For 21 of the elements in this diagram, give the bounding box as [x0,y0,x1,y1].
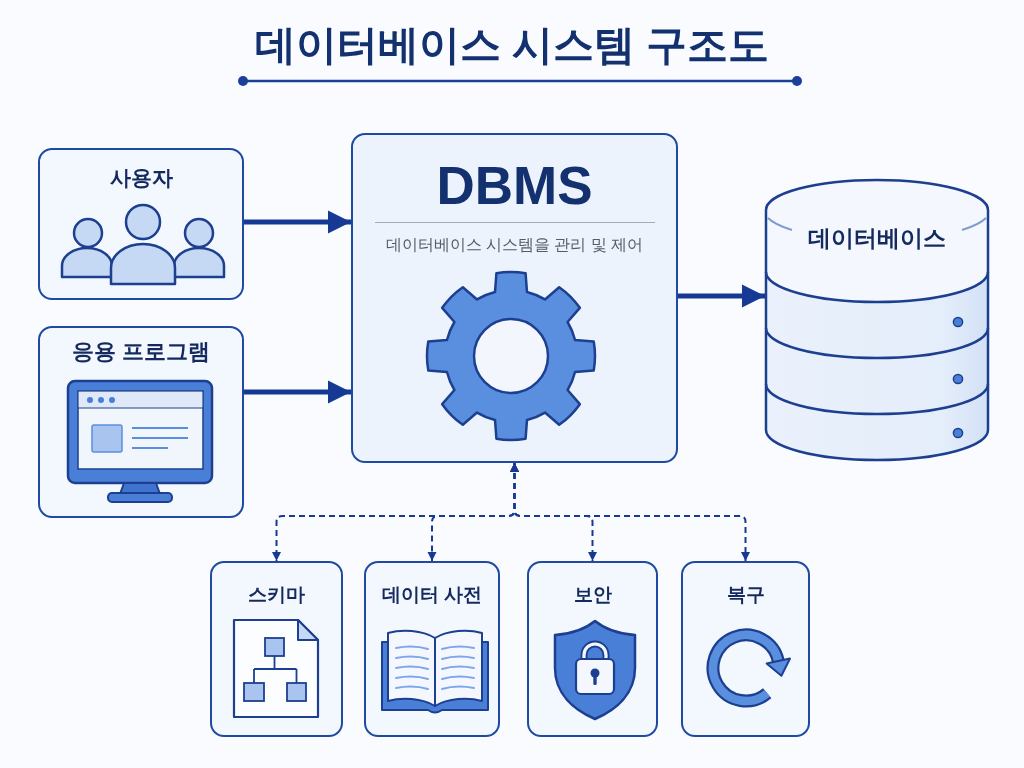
component-box [364,561,500,737]
dashed-arrow [509,462,751,562]
node-label: 보안 [573,583,612,606]
arrow [244,210,351,234]
arrow [244,380,351,404]
component-box [527,561,658,737]
component-box [681,561,810,737]
node-label: 응용 프로그램 [71,338,211,365]
node-label: DBMS [436,155,593,216]
component-box [38,326,244,518]
node-label: 사용자 [109,165,173,190]
component-box [351,133,678,463]
node-label: 데이터 사전 [381,583,483,606]
component-box [38,148,244,300]
diagram-title: 데이터베이스 시스템 구조도 [254,22,770,70]
node-label: 스키마 [248,583,305,606]
description-text: 데이터베이스 시스템을 관리 및 제어 [385,235,644,254]
arrow [678,284,765,308]
node-label: 복구 [726,583,765,606]
node-label: 데이터베이스 [808,224,946,252]
component-box [210,561,343,737]
